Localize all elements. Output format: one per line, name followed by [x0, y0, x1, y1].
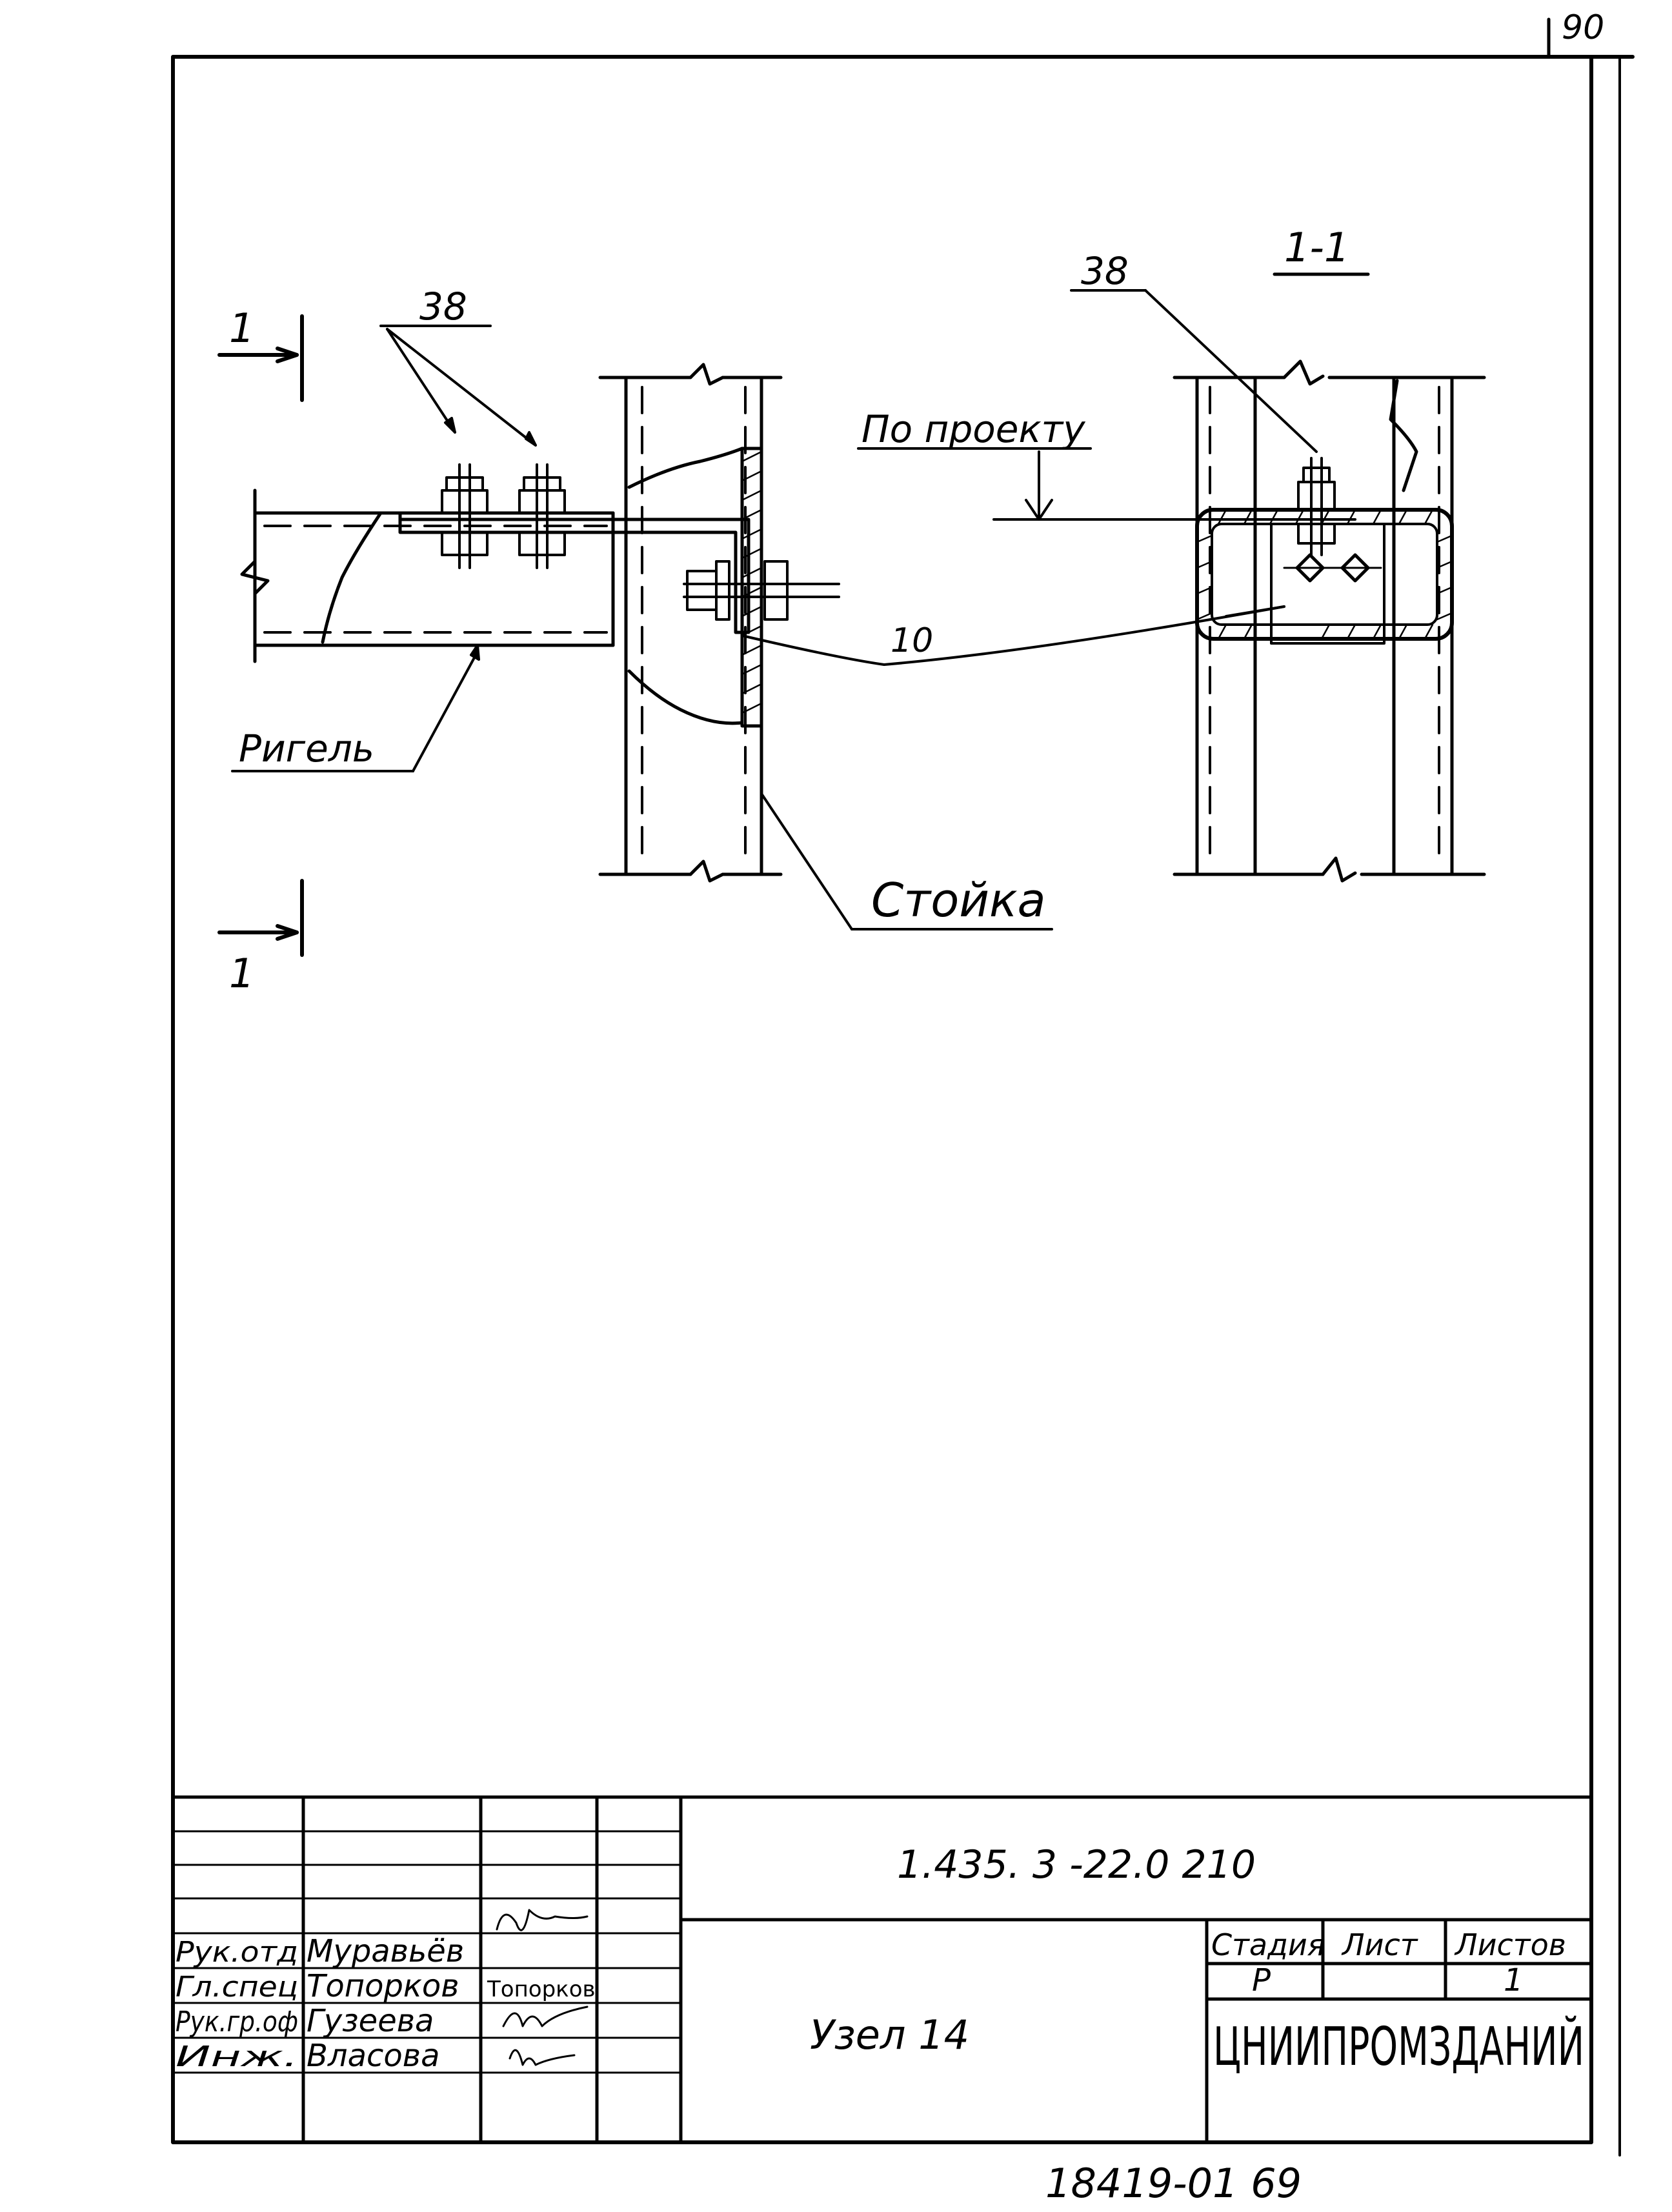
sheet-corner-number: 90	[1562, 8, 1604, 47]
callout-column-label: Стойка	[871, 873, 1046, 927]
sheets-value: 1	[1504, 1962, 1524, 1998]
section-mark-top-label: 1	[229, 305, 254, 352]
sheet-header: Лист	[1341, 1927, 1418, 1962]
signatory-row: Гл.спец Топорков Топорков	[176, 1968, 596, 2004]
signatory-name: Муравьёв	[307, 1933, 464, 1969]
callout-bolts-right: 38	[1081, 249, 1129, 293]
signatory-row: Рук.отд Муравьёв	[176, 1933, 464, 1969]
section-mark-bottom	[217, 879, 304, 957]
signatory-signature: Топорков	[487, 1976, 596, 2002]
drawing-title: Узел 14	[810, 2011, 969, 2058]
callout-beam-label: Ригель	[239, 727, 374, 770]
organization-name: ЦНИИПРОМЗДАНИЙ	[1213, 2015, 1584, 2078]
node-elevation-view	[240, 363, 840, 883]
stage-header: Стадия	[1211, 1927, 1325, 1962]
signatory-row: Инж. Власова	[176, 2038, 439, 2074]
callout-by-project: По проекту	[861, 407, 1085, 451]
section-mark-top	[217, 314, 304, 402]
signatory-row: Рук.гр.оф Гузеева	[176, 2003, 434, 2039]
signatory-role: Гл.спец	[176, 1971, 298, 2004]
footer-number: 18419-01 69	[1045, 2160, 1302, 2207]
document-code: 1.435. 3 -22.0 210	[897, 1842, 1256, 1887]
section-mark-bottom-label: 1	[229, 950, 254, 997]
signatory-name: Власова	[307, 2038, 439, 2074]
signatory-role: Рук.отд	[176, 1936, 298, 1969]
signatory-role: Инж.	[176, 2040, 298, 2073]
sheet-frame	[171, 17, 1635, 2157]
section-title: 1-1	[1284, 224, 1349, 271]
callout-leaders-left	[231, 325, 1285, 930]
signature-marks	[496, 1909, 589, 2066]
callout-leaders-right	[857, 289, 1356, 618]
signatory-name: Топорков	[307, 1968, 459, 2004]
section-view-1-1	[1173, 359, 1486, 883]
signatory-name: Гузеева	[307, 2003, 434, 2039]
title-block-grid	[171, 1795, 1593, 2144]
callout-plate-label: 10	[891, 621, 933, 660]
stage-value: Р	[1252, 1962, 1271, 1998]
callout-bolts-left: 38	[419, 285, 467, 328]
sheets-header: Листов	[1454, 1927, 1566, 1962]
signatory-role: Рук.гр.оф	[176, 2006, 298, 2038]
